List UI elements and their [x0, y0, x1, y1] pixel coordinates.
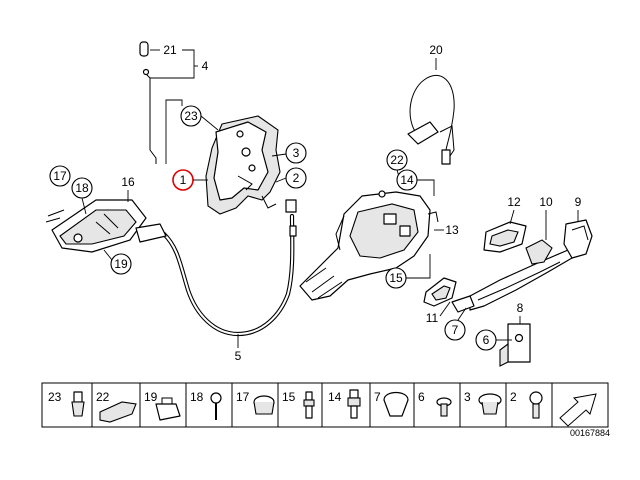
- label-11: 11: [426, 311, 439, 325]
- label-13: 13: [445, 223, 459, 237]
- label-5: 5: [235, 349, 242, 363]
- legend-label-15: 15: [282, 390, 296, 404]
- label-22: 22: [390, 153, 404, 167]
- cable-part-20[interactable]: [407, 74, 455, 165]
- legend-seal-22: [99, 401, 137, 423]
- document-number: 00167884: [570, 428, 610, 438]
- parts-legend: 23 22 19 18 17 15: [41, 382, 609, 428]
- label-4: 4: [202, 59, 209, 73]
- label-1: 1: [180, 173, 187, 187]
- label-15: 15: [389, 271, 403, 285]
- label-3: 3: [293, 146, 300, 160]
- legend-label-2: 2: [510, 390, 517, 404]
- legend-label-3: 3: [464, 390, 471, 404]
- legend-label-19: 19: [144, 390, 158, 404]
- legend-cap-17: [253, 395, 275, 415]
- label-20: 20: [429, 43, 443, 57]
- lock-rod: [145, 73, 157, 164]
- label-14: 14: [400, 173, 414, 187]
- label-6: 6: [483, 333, 490, 347]
- legend-bolt-14: [347, 389, 361, 419]
- legend-screw-6: [436, 397, 452, 417]
- legend-screw-18: [210, 392, 222, 420]
- label-23: 23: [184, 109, 198, 123]
- legend-grommet-7: [383, 391, 409, 417]
- legend-label-7: 7: [374, 390, 381, 404]
- rod-button: [139, 41, 149, 57]
- legend-label-6: 6: [418, 390, 425, 404]
- striker-bracket-part-8[interactable]: [499, 323, 531, 367]
- legend-label-23: 23: [48, 390, 62, 404]
- outer-door-handle-part-10[interactable]: [451, 239, 573, 313]
- label-10: 10: [539, 195, 553, 209]
- legend-label-14: 14: [328, 390, 342, 404]
- label-2: 2: [293, 171, 300, 185]
- legend-clip-19: [155, 397, 181, 421]
- legend-label-22: 22: [96, 390, 110, 404]
- label-17: 17: [53, 169, 67, 183]
- label-7: 7: [452, 323, 459, 337]
- handle-cap-part-9[interactable]: [563, 219, 593, 259]
- outer-handle-carrier-part-13[interactable]: [299, 190, 439, 301]
- label-19: 19: [114, 257, 128, 271]
- legend-label-17: 17: [236, 390, 250, 404]
- bowden-cable-part-5[interactable]: [161, 199, 297, 337]
- label-12: 12: [507, 195, 521, 209]
- label-8: 8: [517, 301, 524, 315]
- gasket-part-12[interactable]: [483, 221, 527, 253]
- label-18: 18: [75, 181, 89, 195]
- arrow-direction-icon: [559, 393, 597, 427]
- legend-bolt-15: [303, 391, 315, 419]
- label-9: 9: [575, 195, 582, 209]
- legend-pin-23: [71, 391, 85, 417]
- door-lock-part-1[interactable]: [205, 115, 281, 215]
- inner-handle-carrier-part-16[interactable]: [45, 199, 167, 253]
- legend-bolt-2: [529, 391, 543, 419]
- legend-plug-3: [478, 393, 502, 415]
- label-21: 21: [163, 43, 177, 57]
- label-16: 16: [121, 175, 135, 189]
- lock-rod-assembly[interactable]: [139, 41, 157, 164]
- gasket-part-11[interactable]: [423, 277, 457, 307]
- legend-label-18: 18: [190, 390, 204, 404]
